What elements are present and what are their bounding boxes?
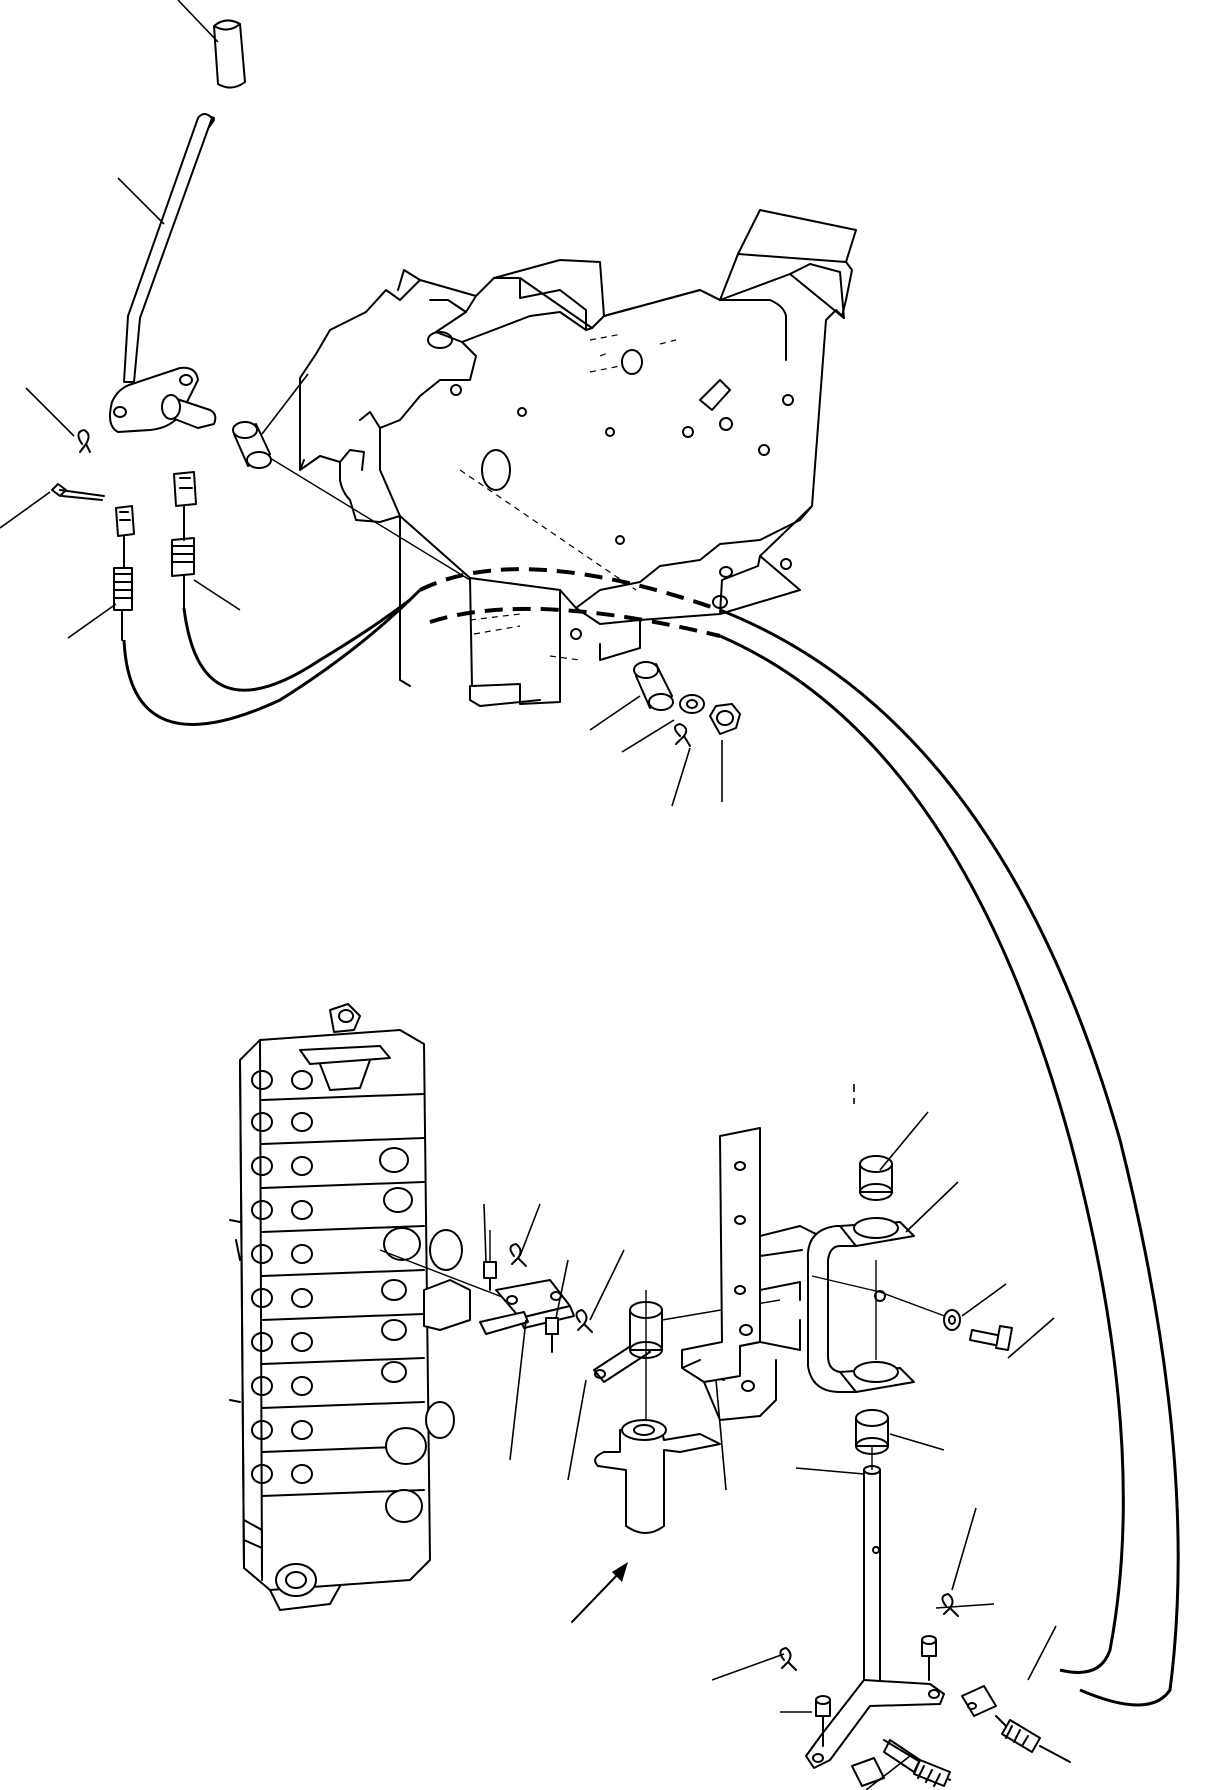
cotter-pin-upper xyxy=(77,429,91,453)
cotter-pin-crank-b xyxy=(779,1647,797,1671)
support-bracket xyxy=(681,1127,821,1421)
bushing-upper xyxy=(232,421,272,469)
callout-leaders xyxy=(0,0,1057,1790)
bushing-c-bottom xyxy=(855,1409,889,1455)
cable-end-lower-right xyxy=(961,1685,1071,1763)
cotter-pin-link-b xyxy=(575,1309,593,1333)
bellcrank-arms xyxy=(805,1679,945,1769)
hose-outer xyxy=(719,608,1180,1707)
valve-ports-left xyxy=(251,1070,313,1484)
pivot-housing xyxy=(594,1419,721,1534)
lever-knob xyxy=(213,19,246,89)
bolt-crank-b xyxy=(815,1695,831,1747)
bushing-lower xyxy=(633,661,674,711)
cable-end-right xyxy=(171,471,197,609)
cable-right-upper xyxy=(182,598,411,692)
control-lever xyxy=(109,19,246,433)
bushing-c-top xyxy=(859,1155,893,1201)
mounting-frame xyxy=(299,209,857,707)
cotter-pin-crank-a xyxy=(941,1593,959,1617)
bolt-crank-a xyxy=(921,1635,937,1681)
bellcrank-shaft xyxy=(863,1446,881,1701)
cotter-pin-lower xyxy=(674,723,691,747)
c-bracket xyxy=(806,1217,951,1393)
hose-hidden-section-2 xyxy=(429,606,721,638)
bolt-c xyxy=(969,1325,1013,1351)
hose-hidden-section xyxy=(419,567,721,612)
bolt-link-a xyxy=(483,1230,497,1291)
control-valve xyxy=(229,1003,471,1611)
washer-c xyxy=(943,1309,961,1331)
axis-line-shaft xyxy=(269,457,471,581)
valve-spools xyxy=(379,1147,463,1523)
hose-inner xyxy=(719,634,1125,1674)
nut xyxy=(709,703,741,735)
bolt-link-b xyxy=(545,1317,559,1353)
lever-rod xyxy=(123,113,213,383)
cable-left-upper xyxy=(122,588,422,726)
view-arrow xyxy=(571,1562,628,1623)
clevis-pin-upper xyxy=(51,483,105,501)
cable-end-lower-left xyxy=(851,1739,951,1787)
washer xyxy=(679,694,705,714)
cable-end-left xyxy=(113,505,135,641)
